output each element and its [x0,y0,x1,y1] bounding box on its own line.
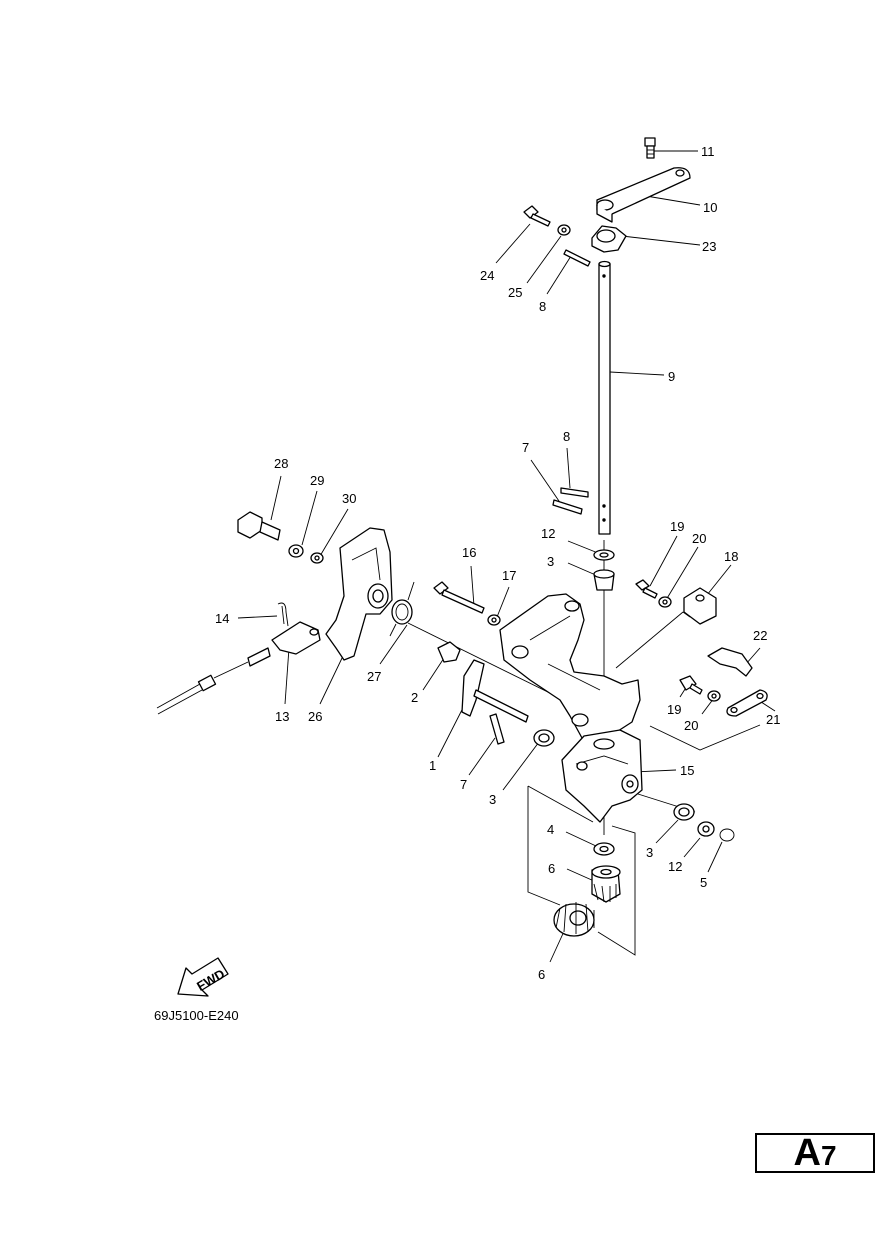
callout: 25 [508,285,522,300]
callout: 12 [541,526,555,541]
part-12-washer-top [593,549,615,561]
part-3-bushing-left [533,729,555,747]
callout: 20 [692,531,706,546]
callout: 6 [538,967,545,982]
part-1-shift-arm [461,659,529,723]
part-21-link [726,689,768,717]
callout: 26 [308,709,322,724]
callout: 9 [668,369,675,384]
callout: 5 [700,875,707,890]
callout: 1 [429,758,436,773]
part-17-washer [487,614,501,626]
callout: 29 [310,473,324,488]
page-label-number: 7 [820,1140,837,1171]
callout: 22 [753,628,767,643]
callout: 6 [548,861,555,876]
part-25-washer [557,224,571,236]
callout: 8 [539,299,546,314]
part-6-gear-lower [553,902,595,937]
part-23-collar [591,225,627,253]
callout: 12 [668,859,682,874]
part-14-clip [277,602,289,627]
part-27-spring [389,581,415,637]
part-3-bushing-top [593,569,615,591]
diagram-code: 69J5100-E240 [154,1008,239,1023]
part-11-bolt [644,137,656,159]
part-29-washer [288,544,304,558]
part-16-bolt [433,581,485,614]
part-7-pin-lower [489,713,505,745]
callout: 11 [701,144,715,159]
part-6-gear-upper [591,865,621,903]
callout: 15 [680,763,694,778]
callout: 23 [702,239,716,254]
shift-cable [156,647,271,715]
callout-numbers: 11 10 23 24 25 8 9 8 7 12 3 19 20 18 16 … [215,144,780,982]
part-18-clip [683,587,717,625]
callout: 8 [563,429,570,444]
callout: 19 [670,519,684,534]
part-20-washer-lower [707,690,721,702]
callout: 10 [703,200,717,215]
part-9-shaft [598,260,611,535]
page-label-letter: A [793,1132,821,1174]
part-24-bolt [523,205,551,227]
callout: 28 [274,456,288,471]
callout: 24 [480,268,494,283]
callout: 20 [684,718,698,733]
part-2-collar [437,641,461,663]
callout: 30 [342,491,356,506]
part-4-washer [593,842,615,856]
part-10-lever [596,167,691,223]
callout: 21 [766,712,780,727]
part-28-bolt [237,511,281,541]
callout: 14 [215,611,229,626]
part-19-bolt [635,579,658,599]
callout: 17 [502,568,516,583]
callout: 19 [667,702,681,717]
main-bracket [499,593,641,741]
part-26-lever [325,527,393,661]
callout: 18 [724,549,738,564]
part-3-bushing-right [673,803,695,821]
callout: 2 [411,690,418,705]
callout: 3 [646,845,653,860]
part-7-pin [552,499,583,515]
part-22-clip [707,647,753,677]
part-19-bolt-lower [679,675,703,695]
callout: 16 [462,545,476,560]
callout: 4 [547,822,554,837]
part-8-pin-top [563,249,591,267]
part-12-washer-right [697,821,715,837]
callout: 7 [522,440,529,455]
part-15-housing [561,729,643,823]
part-5-circlip [719,828,735,842]
page-label-box: A 7 [755,1133,875,1173]
callout: 3 [547,554,554,569]
part-8-pin [560,487,589,498]
callout: 7 [460,777,467,792]
part-13-joint [271,621,321,655]
part-20-washer [658,596,672,608]
fwd-direction-arrow: FWD [177,957,229,997]
callout: 27 [367,669,381,684]
callout: 3 [489,792,496,807]
arrow-icon [177,957,229,997]
part-30-washer [310,552,324,564]
callout: 13 [275,709,289,724]
